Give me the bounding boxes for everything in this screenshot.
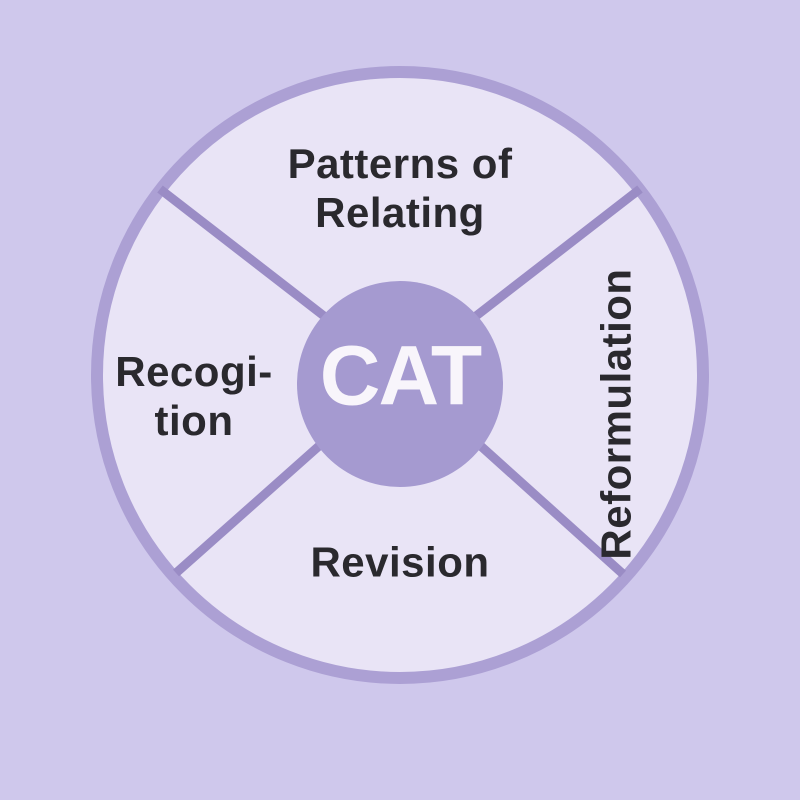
center-acronym-cat: CAT (319, 328, 482, 423)
quadrant-label-reformulation: Reformulation (592, 268, 641, 559)
label-line: Revision (310, 538, 490, 586)
center-hub-circle (297, 281, 503, 487)
spoke-bottom-right (459, 426, 627, 578)
spoke-top-left (157, 185, 336, 327)
spoke-top-right (464, 185, 643, 327)
quadrant-label-recognition: Recogi- tion (115, 347, 273, 445)
label-line: tion (154, 397, 234, 444)
quadrant-label-patterns-of-relating: Patterns of Relating (288, 139, 513, 237)
label-line: Reformulation (592, 268, 640, 560)
label-line: Recogi- (115, 348, 273, 395)
label-line: Relating (315, 189, 485, 236)
quadrant-label-revision: Revision (310, 538, 489, 587)
label-line: Patterns of (287, 140, 513, 187)
spoke-bottom-left (173, 426, 340, 577)
